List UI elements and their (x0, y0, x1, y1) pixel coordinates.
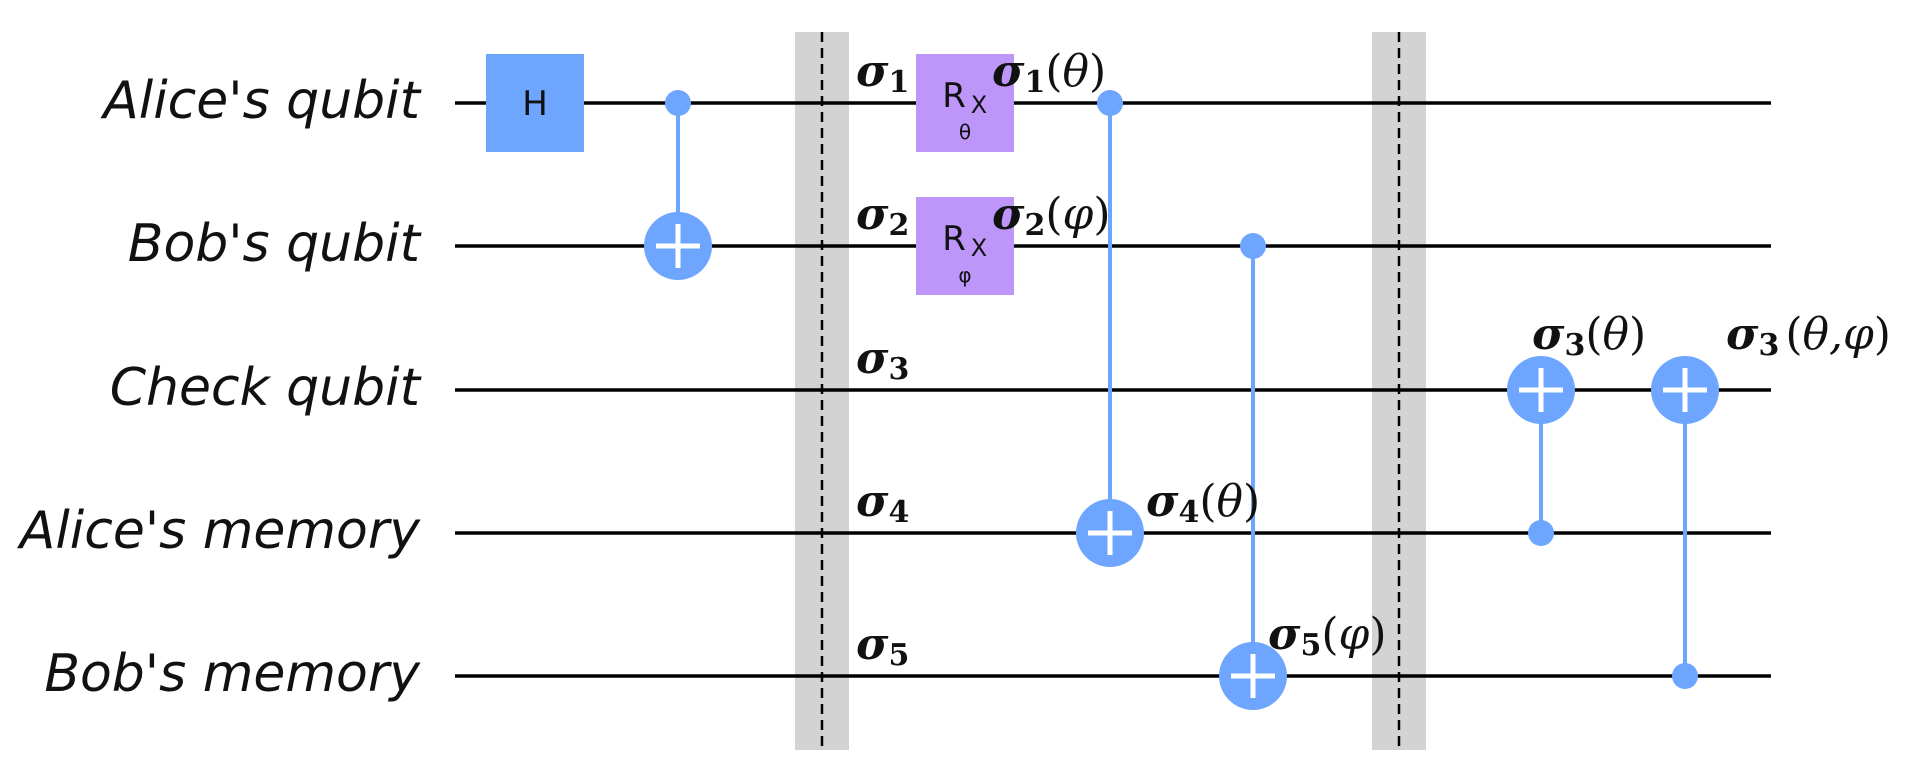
rx-sub: X (971, 234, 987, 262)
cnot-bob-to-bob-memory (1219, 233, 1287, 710)
rx-gate-bob: R X φ (916, 197, 1014, 295)
cnot-alice-to-bob (644, 90, 712, 280)
stage-labels: σ1 σ2 σ3 σ4 σ5 (856, 46, 909, 673)
rx-label: R (942, 219, 966, 259)
state-label-sigma3-theta-phi: σ3(θ,φ) (1726, 309, 1891, 363)
hadamard-gate: H (486, 54, 584, 152)
control-dot (1097, 90, 1123, 116)
stage-label-sigma-1: σ1 (856, 46, 909, 100)
stage-label-sigma-5: σ5 (856, 619, 909, 673)
qubit-label: Bob's memory (44, 644, 421, 704)
rx-label: R (942, 76, 966, 116)
hadamard-label: H (522, 84, 548, 124)
state-label-sigma3-theta: σ3(θ) (1532, 309, 1646, 363)
rx-sub: X (971, 91, 987, 119)
rx-param: φ (958, 263, 971, 287)
state-label-sigma2-phi: σ2(φ) (992, 189, 1110, 243)
control-dot (1240, 233, 1266, 259)
stage-label-sigma-4: σ4 (856, 476, 909, 530)
qubit-label: Check qubit (110, 358, 422, 418)
state-labels: σ1(θ) σ2(φ) σ4(θ) σ5(φ) σ3(θ) σ3(θ,φ) (992, 46, 1891, 663)
cnot-bob-memory-to-check (1651, 356, 1719, 689)
rx-param: θ (959, 120, 971, 144)
control-dot (665, 90, 691, 116)
rx-gate-alice: R X θ (916, 54, 1014, 152)
control-dot (1528, 520, 1554, 546)
control-dot (1672, 663, 1698, 689)
qubit-labels: Alice's qubit Bob's qubit Check qubit Al… (17, 71, 422, 704)
cnot-alice-to-alice-memory (1076, 90, 1144, 567)
hadamard-box (486, 54, 584, 152)
qubit-label: Alice's qubit (100, 71, 421, 131)
rx-box (916, 197, 1014, 295)
state-label-sigma5-phi: σ5(φ) (1268, 609, 1386, 663)
qubit-label: Alice's memory (17, 501, 421, 561)
stage-label-sigma-3: σ3 (856, 333, 909, 387)
rx-box (916, 54, 1014, 152)
qubit-label: Bob's qubit (128, 214, 422, 274)
state-label-sigma1-theta: σ1(θ) (992, 46, 1106, 100)
stage-label-sigma-2: σ2 (856, 189, 909, 243)
cnot-alice-memory-to-check (1507, 356, 1575, 546)
state-label-sigma4-theta: σ4(θ) (1146, 476, 1260, 530)
